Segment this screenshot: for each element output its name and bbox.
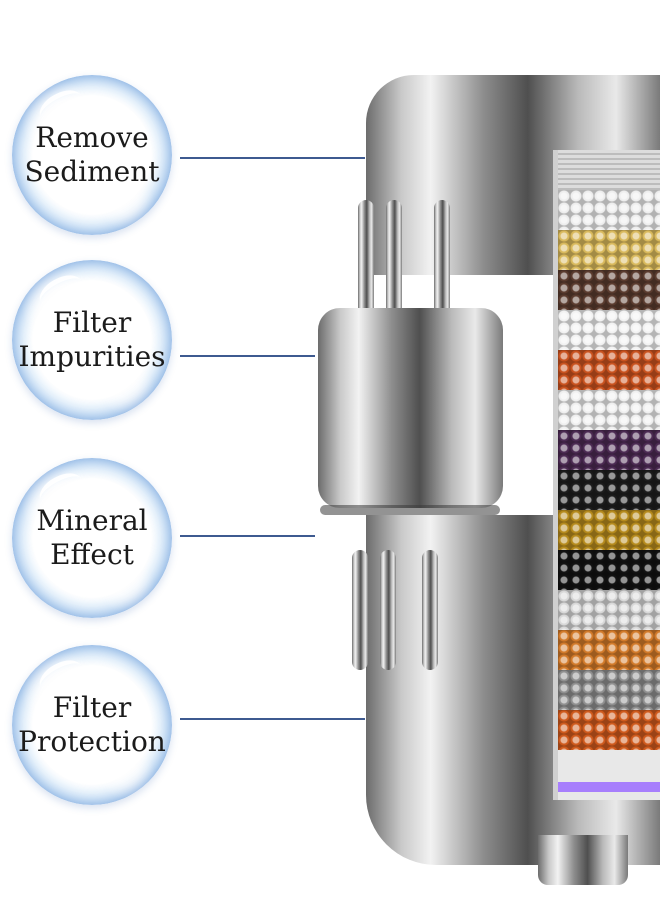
- mesh-screen: [558, 150, 660, 190]
- filter-layer-purple-beads: [558, 430, 660, 470]
- filter-layer-brown-beads: [558, 270, 660, 310]
- filter-layer-gold-granules: [558, 510, 660, 550]
- connector-line-filter-impurities: [180, 355, 315, 357]
- filter-layer-white-beads: [558, 190, 660, 230]
- connector-line-remove-sediment: [180, 157, 365, 159]
- filter-layer-white-beads: [558, 310, 660, 350]
- connector-line-filter-protection: [180, 718, 365, 720]
- filter-outlet-neck: [538, 835, 628, 885]
- fin-icon: [380, 550, 396, 670]
- filter-collar: [318, 308, 503, 508]
- fin-icon: [434, 200, 450, 320]
- fin-icon: [352, 550, 368, 670]
- filter-layer-white-beads: [558, 390, 660, 430]
- bubble-filter-impurities: Filter Impurities: [12, 260, 172, 420]
- label-remove-sediment: Remove Sediment: [24, 121, 160, 188]
- filter-layer-orange-beads: [558, 630, 660, 670]
- filter-cartridge-cutaway: [553, 150, 660, 800]
- bubble-remove-sediment: Remove Sediment: [12, 75, 172, 235]
- fin-icon: [422, 550, 438, 670]
- fin-icon: [386, 200, 402, 320]
- label-mineral-effect: Mineral Effect: [36, 504, 148, 571]
- connector-line-mineral-effect: [180, 535, 315, 537]
- fin-icon: [358, 200, 374, 320]
- filter-layer-gold-beads: [558, 230, 660, 270]
- shower-filter-illustration: [300, 75, 660, 885]
- filter-layer-grey-beads: [558, 670, 660, 710]
- purple-glow-layer: [558, 782, 660, 792]
- filter-layer-grey-beads: [558, 590, 660, 630]
- bubble-filter-protection: Filter Protection: [12, 645, 172, 805]
- filter-layer-orange-beads: [558, 710, 660, 750]
- label-filter-impurities: Filter Impurities: [18, 306, 166, 373]
- label-filter-protection: Filter Protection: [18, 691, 166, 758]
- filter-layer-black-beads: [558, 470, 660, 510]
- filter-layer-orange-beads: [558, 350, 660, 390]
- collar-seam: [320, 505, 500, 515]
- bubble-mineral-effect: Mineral Effect: [12, 458, 172, 618]
- filter-layer-black-granules: [558, 550, 660, 590]
- filter-media-layers: [558, 190, 660, 750]
